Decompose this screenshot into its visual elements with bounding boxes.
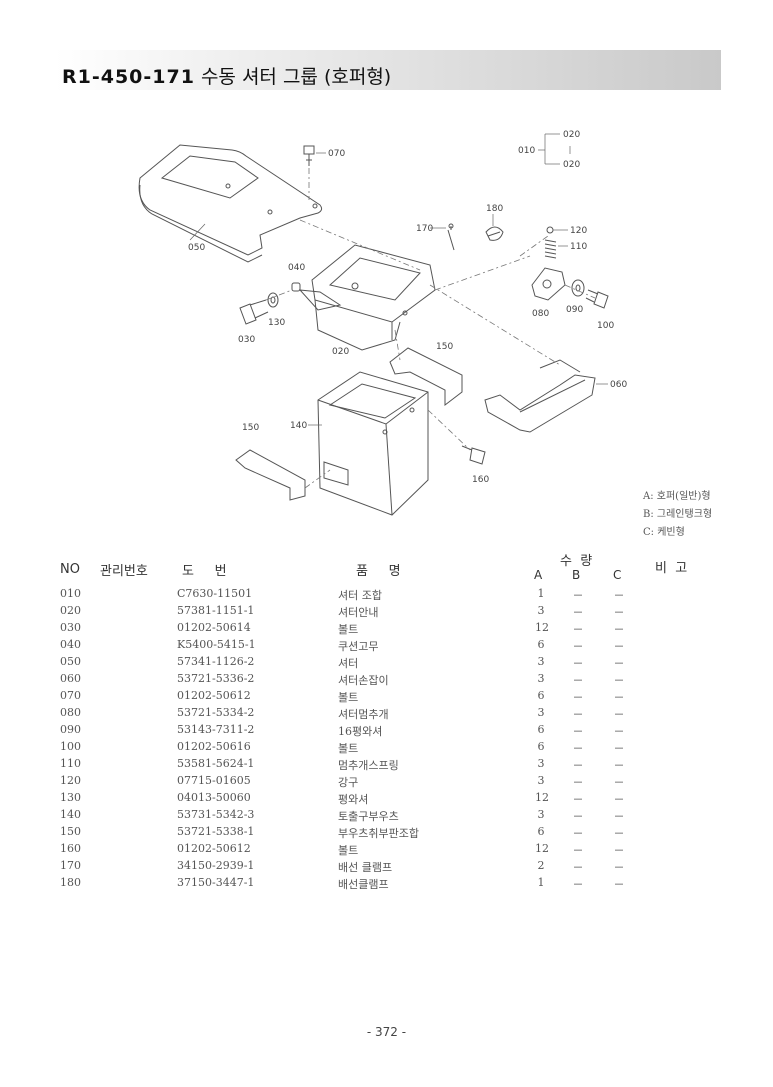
header-qty-a: A (534, 568, 543, 582)
header-quantity: 수 량 (560, 554, 593, 569)
part-180-clamp (485, 226, 504, 241)
callout-140: 140 (290, 421, 307, 431)
callout-150-lower: 150 (242, 423, 259, 433)
part-150-bracket-lower (235, 449, 306, 501)
title-bar (55, 50, 721, 90)
callout-060: 060 (610, 380, 627, 390)
header-qty-b: B (572, 568, 581, 582)
part-110-spring (544, 239, 557, 259)
part-170-clamp (447, 223, 455, 251)
group-name: 수동 셔터 그룹 (호퍼형) (200, 66, 392, 88)
callout-110: 110 (570, 242, 587, 252)
callout-010: 010 (518, 146, 535, 156)
callout-120: 120 (570, 226, 587, 236)
legend-c: C: 케빈형 (643, 527, 685, 538)
part-020-shutter-guide (298, 244, 436, 351)
callout-150-upper: 150 (436, 342, 453, 352)
part-050-shutter-plate (138, 144, 323, 263)
legend-a: A: 호퍼(일반)형 (643, 491, 711, 502)
page-number: - 372 - (366, 1025, 407, 1039)
callout-020-top: 020 (563, 130, 580, 140)
part-130-washer (267, 292, 279, 308)
part-160-bolt (461, 445, 486, 465)
part-100-bolt (585, 289, 609, 309)
header-no: NO (60, 562, 80, 577)
legend-b: B: 그레인탱크형 (643, 509, 713, 520)
callout-090: 090 (566, 305, 583, 315)
part-140-boot (317, 371, 429, 516)
group-code: R1-450-171 (62, 66, 195, 88)
callout-130: 130 (268, 318, 285, 328)
header-remarks: 비 고 (655, 561, 688, 576)
callout-070: 070 (328, 149, 345, 159)
header-qty-c: C (613, 568, 622, 582)
part-120-ball (546, 226, 554, 234)
part-070-bolt (303, 145, 315, 166)
callout-100: 100 (597, 321, 614, 331)
callout-040: 040 (288, 263, 305, 273)
callout-180: 180 (486, 204, 503, 214)
header-mgmt-number: 관리번호 (100, 564, 148, 579)
type-legend: A: 호퍼(일반)형 B: 그레인탱크형 C: 케빈형 (643, 488, 712, 542)
callout-080: 080 (532, 309, 549, 319)
header-part-name: 품 명 (356, 564, 401, 579)
part-060-handle (484, 359, 596, 433)
callout-170: 170 (416, 224, 433, 234)
part-080-stopper (531, 267, 566, 301)
header-drawing-number: 도 번 (182, 564, 227, 579)
part-150-bracket-upper (389, 347, 463, 407)
callout-020-bottom: 020 (563, 160, 580, 170)
part-090-washer (571, 279, 585, 297)
callout-030: 030 (238, 335, 255, 345)
callout-050: 050 (188, 243, 205, 253)
callout-020: 020 (332, 347, 349, 357)
part-030-bolt (239, 299, 269, 325)
part-040-cushion (291, 282, 301, 292)
exploded-parts-diagram: 010 020 020 070 050 170 180 120 110 040 … (138, 130, 627, 516)
callout-160: 160 (472, 475, 489, 485)
